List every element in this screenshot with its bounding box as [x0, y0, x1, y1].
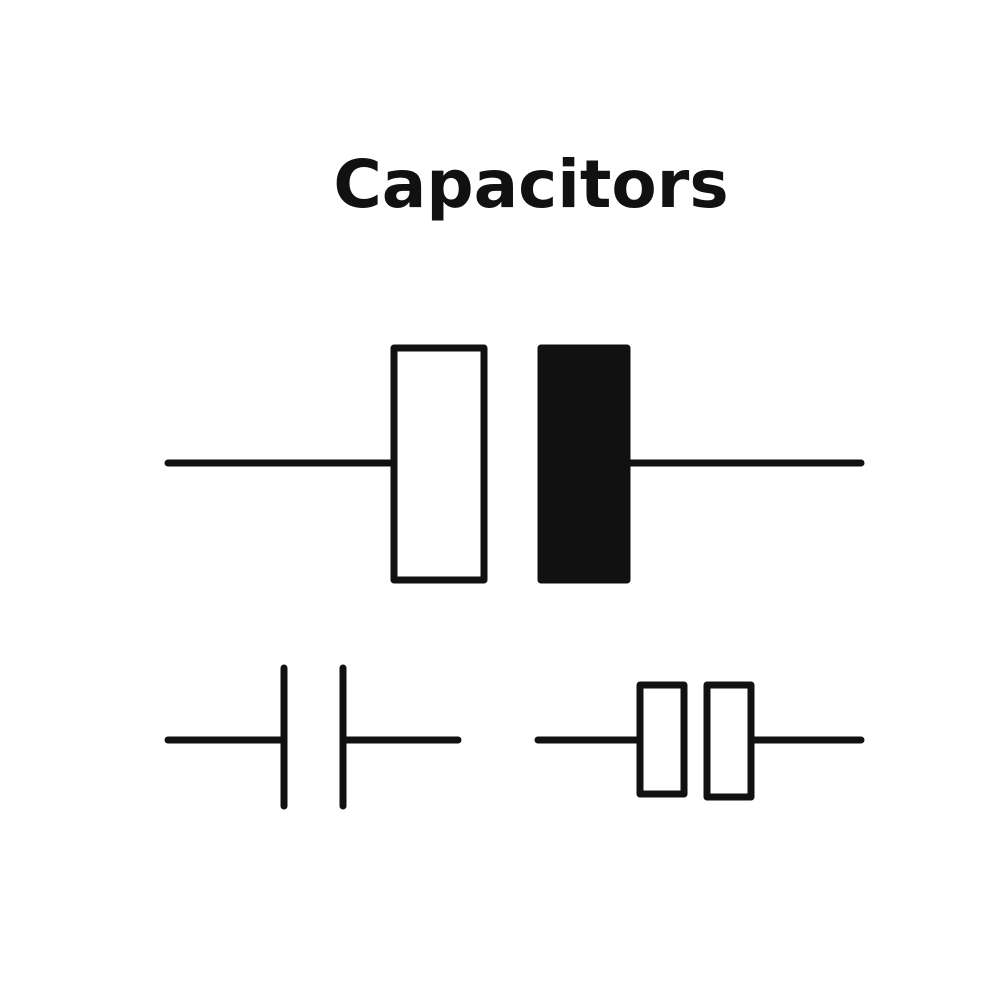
plate-filled: [537, 344, 631, 584]
plate-box-left: [636, 681, 688, 798]
page-title: Capacitors: [333, 146, 729, 223]
plate-box-right: [703, 681, 755, 801]
box-capacitor-symbol: [534, 681, 865, 801]
large-polarized-capacitor-symbol: [164, 344, 865, 584]
plate-outline: [390, 344, 488, 584]
standard-capacitor-symbol: [164, 664, 462, 810]
